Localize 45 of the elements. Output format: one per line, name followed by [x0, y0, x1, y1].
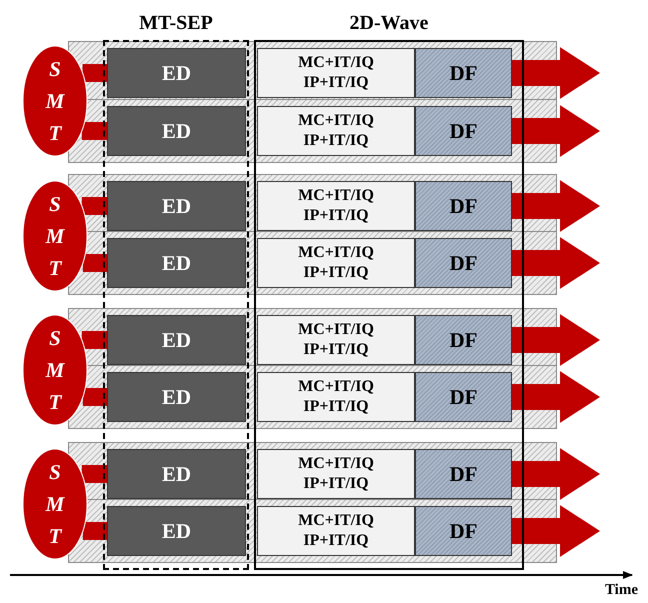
input-bar [82, 122, 107, 140]
stage-box: ED [107, 449, 246, 499]
stage-box: ED [107, 181, 246, 231]
stage-box: ED [107, 106, 246, 156]
thread-label: S M T [45, 459, 65, 550]
input-bar [82, 331, 107, 349]
stage-box: DF [415, 106, 512, 156]
output-arrow [512, 47, 600, 99]
stage-box: DF [415, 48, 512, 98]
stage-box: ED [107, 48, 246, 98]
stage-box: MC+IT/IQ IP+IT/IQ [257, 372, 415, 422]
output-arrow [512, 180, 600, 232]
stage-box: MC+IT/IQ IP+IT/IQ [257, 48, 415, 98]
thread-label: S M T [45, 191, 65, 282]
stage-box: DF [415, 181, 512, 231]
stage-box: DF [415, 238, 512, 288]
thread-label: S M T [45, 325, 65, 416]
column-title: MT-SEP [138, 12, 214, 35]
output-arrow [512, 505, 600, 557]
axis-label: Time [604, 582, 638, 599]
stage-box: MC+IT/IQ IP+IT/IQ [257, 315, 415, 365]
stage-box: DF [415, 506, 512, 556]
stage-box: ED [107, 315, 246, 365]
stage-box: MC+IT/IQ IP+IT/IQ [257, 449, 415, 499]
input-bar [82, 254, 107, 272]
column-title: 2D-Wave [348, 12, 430, 35]
stage-box: ED [107, 238, 246, 288]
stage-box: DF [415, 449, 512, 499]
stage-box: ED [107, 372, 246, 422]
output-arrow [512, 237, 600, 289]
input-bar [82, 465, 107, 483]
thread-label: S M T [45, 56, 65, 147]
input-bar [82, 64, 107, 82]
stage-box: DF [415, 315, 512, 365]
input-bar [82, 522, 107, 540]
stage-box: DF [415, 372, 512, 422]
input-bar [82, 388, 107, 406]
stage-box: MC+IT/IQ IP+IT/IQ [257, 506, 415, 556]
stage-box: MC+IT/IQ IP+IT/IQ [257, 181, 415, 231]
stage-box: ED [107, 506, 246, 556]
output-arrow [512, 371, 600, 423]
stage-box: MC+IT/IQ IP+IT/IQ [257, 106, 415, 156]
output-arrow [512, 105, 600, 157]
input-bar [82, 197, 107, 215]
stage-box: MC+IT/IQ IP+IT/IQ [257, 238, 415, 288]
